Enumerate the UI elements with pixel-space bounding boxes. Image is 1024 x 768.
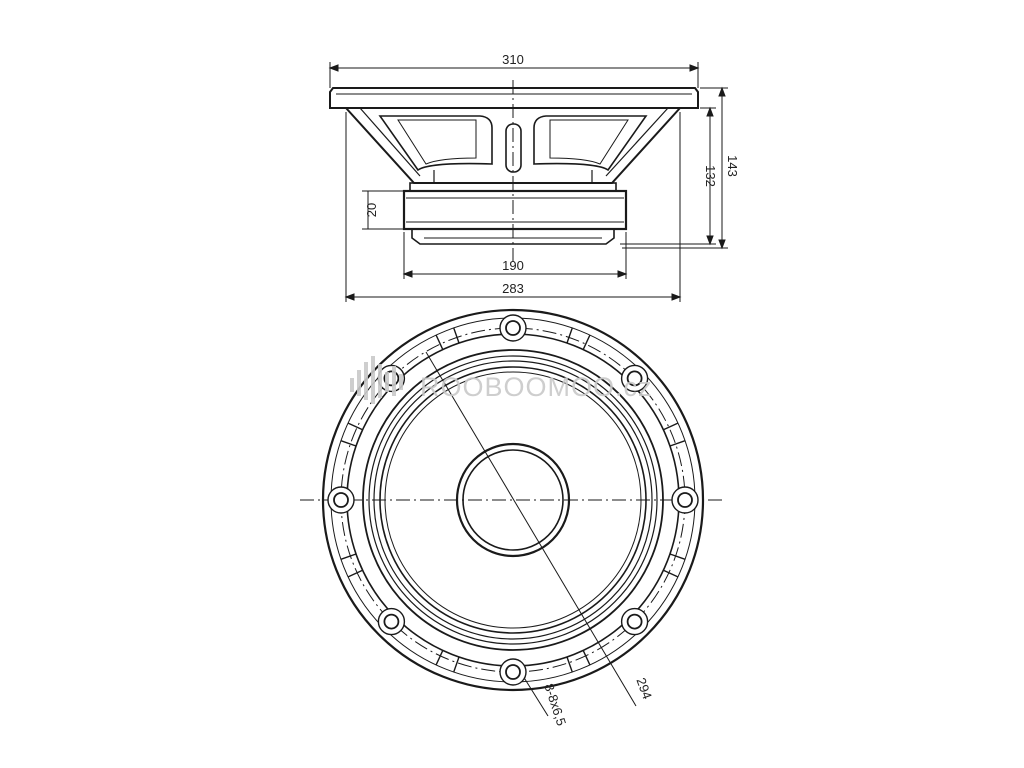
mounting-holes [327,314,699,686]
basket-window-left [378,115,493,172]
dim-magnet-width: 190 [502,258,524,273]
watermark: ROOBOOMOO.cz [350,356,653,404]
side-dimensions [328,62,728,302]
watermark-text: ROOBOOMOO.cz [420,372,653,402]
flange-notch [566,650,591,673]
mounting-hole [626,370,643,387]
mounting-hole [677,492,693,508]
dim-basket-width: 283 [502,281,524,296]
flange-notch [663,553,686,578]
flange-notch [340,422,363,447]
basket-window-right [533,115,648,172]
flange-notch [435,650,460,673]
dim-mounting-holes: 8-8x6,5 [541,682,569,728]
dim-magnet-height: 20 [364,203,379,217]
flange-notch [340,553,363,578]
mounting-hole [505,664,521,680]
front-view [300,308,726,717]
mounting-hole [333,492,349,508]
magnet [402,189,628,231]
diameter-leader [425,351,637,707]
dim-depth-total: 143 [725,155,740,177]
flange-notch [663,422,686,447]
flange-notch [566,327,591,350]
watermark-logo-bars [350,356,403,404]
mounting-hole [505,320,521,336]
flange-notch [435,327,460,350]
side-view [329,80,699,262]
dim-mounting-circle: 294 [633,676,655,702]
frame-flange [329,87,699,109]
dim-depth-inner: 132 [703,165,718,187]
mounting-hole [626,613,643,630]
flange-notches [340,327,686,673]
back-plate [411,228,615,245]
mounting-hole [383,613,400,630]
dim-overall-width: 310 [502,52,524,67]
